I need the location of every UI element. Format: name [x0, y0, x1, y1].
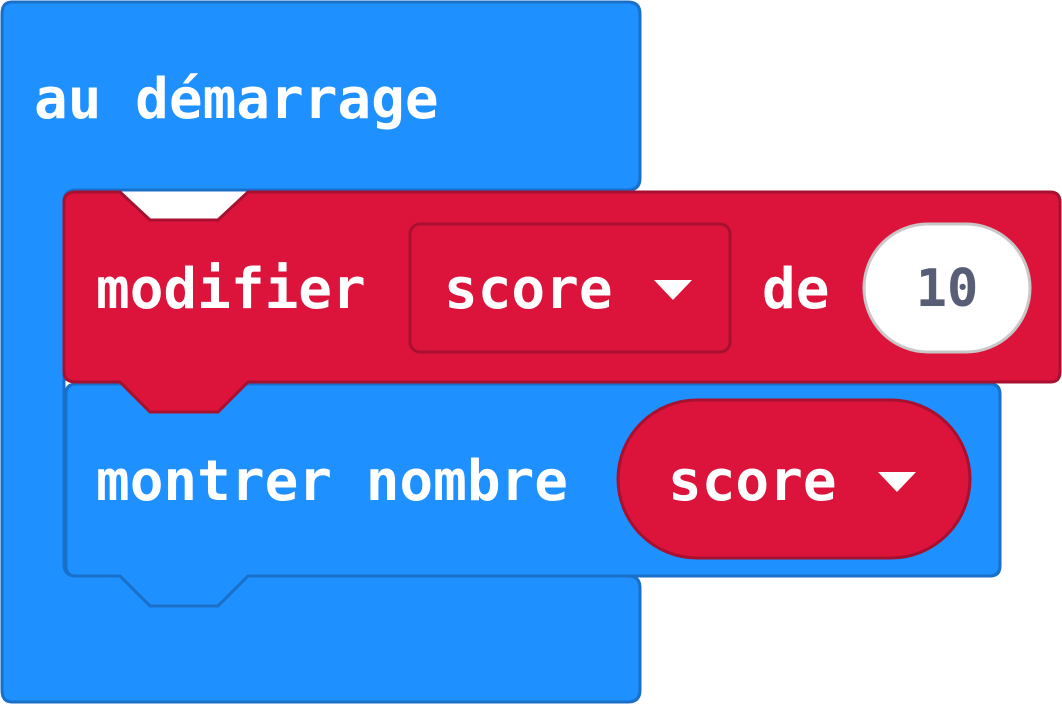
- caret-down-icon[interactable]: [654, 280, 692, 300]
- number-input-body[interactable]: [862, 222, 1032, 354]
- score-reporter-body[interactable]: [616, 398, 972, 560]
- number-input[interactable]: 10: [862, 222, 1032, 354]
- set-label-prefix: modifier: [96, 257, 366, 322]
- score-dropdown-body[interactable]: [408, 222, 732, 354]
- number-input-value[interactable]: 10: [916, 259, 979, 319]
- score-reporter-label: score: [668, 449, 837, 514]
- on-start-label: au démarrage: [34, 67, 439, 132]
- score-dropdown-label: score: [444, 257, 613, 322]
- set-label-of: de: [762, 257, 829, 322]
- caret-down-icon[interactable]: [878, 472, 916, 492]
- score-dropdown[interactable]: score: [408, 222, 732, 354]
- set-variable-block[interactable]: modifier score de 10: [62, 190, 1062, 414]
- score-reporter[interactable]: score: [616, 398, 972, 560]
- show-number-label: montrer nombre: [96, 449, 568, 514]
- show-number-block[interactable]: montrer nombre score: [64, 382, 1002, 608]
